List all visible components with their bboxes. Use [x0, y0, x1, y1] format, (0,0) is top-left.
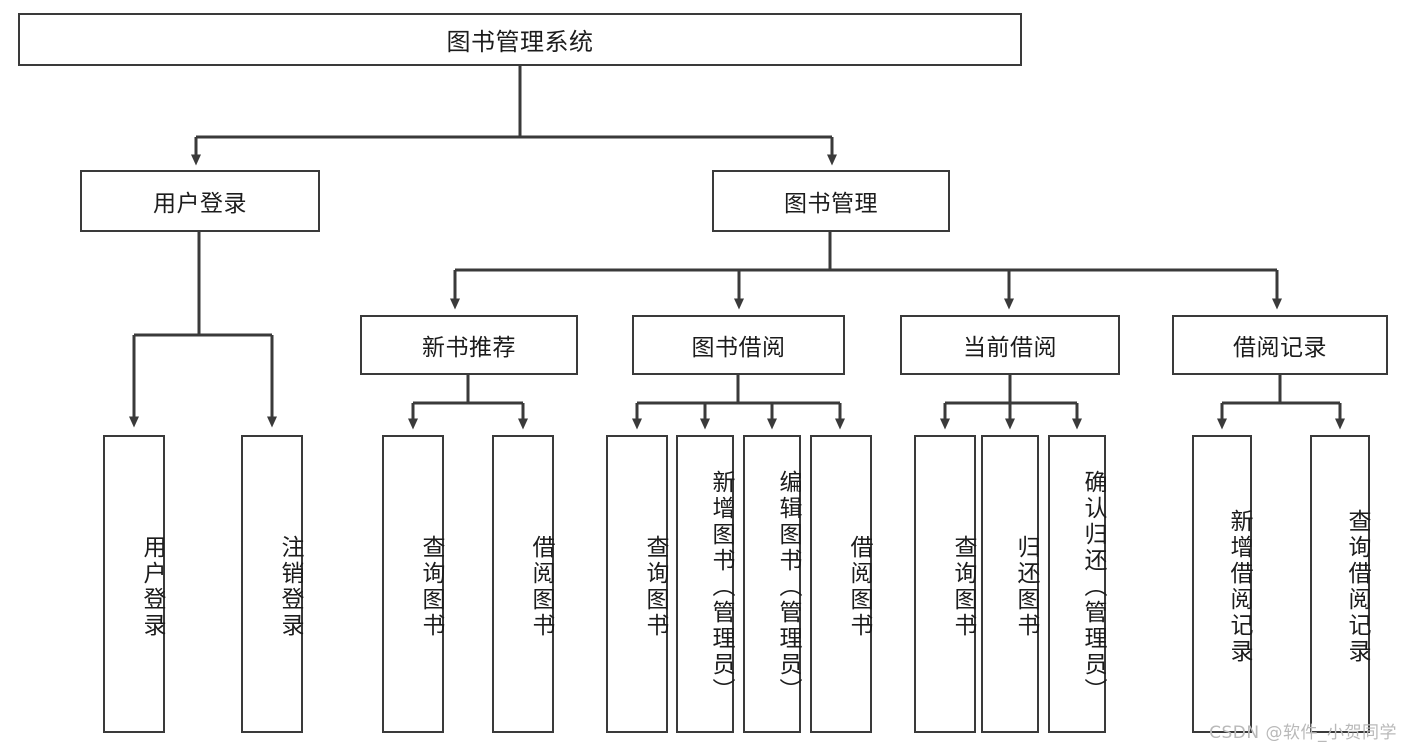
node-label: 归还图书: [1013, 535, 1039, 639]
node-leaf-query-book-2[interactable]: 查询图书: [606, 435, 668, 733]
node-label: 借阅图书: [846, 535, 872, 639]
node-label: 查询图书: [642, 535, 668, 639]
node-leaf-confirm-return[interactable]: 确认归还（管理员）: [1048, 435, 1106, 733]
node-leaf-add-record[interactable]: 新增借阅记录: [1192, 435, 1252, 733]
node-label: 图书管理: [784, 191, 878, 217]
node-label: 用户登录: [139, 535, 165, 639]
node-label: 确认归还（管理员）: [1080, 470, 1106, 704]
node-leaf-user-login[interactable]: 用户登录: [103, 435, 165, 733]
node-label: 新增图书（管理员）: [708, 470, 734, 704]
node-book-manage[interactable]: 图书管理: [712, 170, 950, 232]
node-leaf-query-record[interactable]: 查询借阅记录: [1310, 435, 1370, 733]
node-label: 查询借阅记录: [1344, 509, 1370, 665]
node-label: 当前借阅: [963, 335, 1057, 361]
node-label: 新增借阅记录: [1226, 509, 1252, 665]
node-label: 新书推荐: [422, 335, 516, 361]
node-borrow-record[interactable]: 借阅记录: [1172, 315, 1388, 375]
node-root-system[interactable]: 图书管理系统: [18, 13, 1022, 66]
node-leaf-edit-book[interactable]: 编辑图书（管理员）: [743, 435, 801, 733]
node-current-borrow[interactable]: 当前借阅: [900, 315, 1120, 375]
node-leaf-query-book-1[interactable]: 查询图书: [382, 435, 444, 733]
watermark-text: CSDN @软件_小贺同学: [1209, 723, 1397, 743]
node-leaf-logout[interactable]: 注销登录: [241, 435, 303, 733]
node-label: 图书管理系统: [446, 28, 594, 56]
node-leaf-add-book[interactable]: 新增图书（管理员）: [676, 435, 734, 733]
node-label: 查询图书: [418, 535, 444, 639]
node-label: 注销登录: [277, 535, 303, 639]
node-leaf-return-book[interactable]: 归还图书: [981, 435, 1039, 733]
node-leaf-borrow-book-1[interactable]: 借阅图书: [492, 435, 554, 733]
node-leaf-borrow-book-2[interactable]: 借阅图书: [810, 435, 872, 733]
node-label: 编辑图书（管理员）: [775, 470, 801, 704]
node-user-login[interactable]: 用户登录: [80, 170, 320, 232]
node-new-book-rec[interactable]: 新书推荐: [360, 315, 578, 375]
node-label: 图书借阅: [691, 335, 786, 361]
node-book-borrow[interactable]: 图书借阅: [632, 315, 845, 375]
node-label: 用户登录: [153, 191, 247, 217]
node-label: 借阅图书: [528, 535, 554, 639]
node-label: 借阅记录: [1233, 335, 1327, 361]
node-leaf-query-book-3[interactable]: 查询图书: [914, 435, 976, 733]
node-label: 查询图书: [950, 535, 976, 639]
